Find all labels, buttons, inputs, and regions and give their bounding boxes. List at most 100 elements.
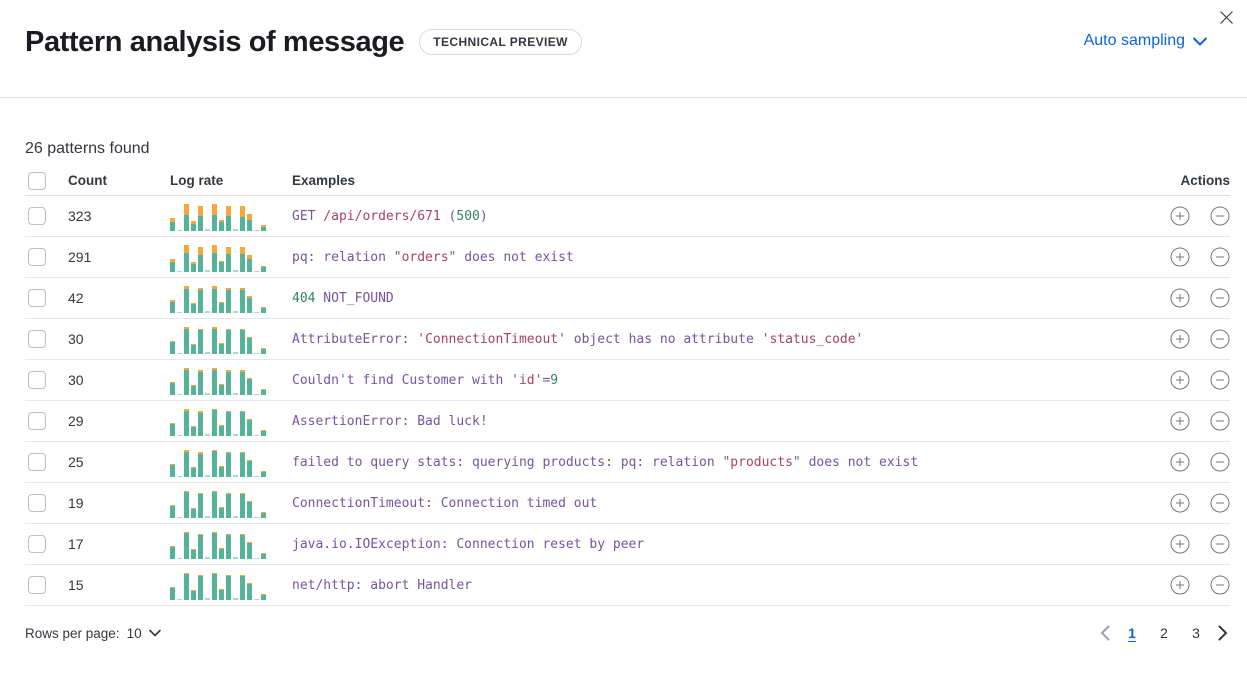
sparkline-bar	[170, 300, 175, 313]
previous-page-button[interactable]	[1098, 623, 1112, 643]
minus-circle-icon	[1210, 575, 1230, 595]
row-checkbox[interactable]	[28, 576, 46, 594]
example-cell: ConnectionTimeout: Connection timed out	[292, 496, 1138, 511]
row-checkbox[interactable]	[28, 412, 46, 430]
sparkline-bar	[205, 229, 210, 231]
example-cell: 404 NOT_FOUND	[292, 291, 1138, 306]
filter-for-pattern-button[interactable]	[1170, 575, 1190, 595]
plus-circle-icon	[1170, 247, 1190, 267]
filter-for-pattern-button[interactable]	[1170, 288, 1190, 308]
filter-out-pattern-button[interactable]	[1210, 411, 1230, 431]
sparkline-bar	[233, 311, 238, 313]
sparkline-bar	[219, 466, 224, 477]
filter-for-pattern-button[interactable]	[1170, 370, 1190, 390]
table-row: 42 404 NOT_FOUND	[25, 278, 1230, 319]
sparkline-bar	[198, 452, 203, 477]
sparkline-bar	[191, 344, 196, 354]
filter-out-pattern-button[interactable]	[1210, 247, 1230, 267]
sparkline-bar	[261, 512, 266, 518]
filter-for-pattern-button[interactable]	[1170, 247, 1190, 267]
sparkline-bar	[219, 343, 224, 354]
example-text-segment: NOT_FOUND	[315, 290, 394, 306]
sparkline-bar	[261, 430, 266, 436]
minus-circle-icon	[1210, 247, 1230, 267]
sparkline-bar	[233, 434, 238, 436]
filter-for-pattern-button[interactable]	[1170, 534, 1190, 554]
column-header-examples: Examples	[292, 173, 356, 188]
sparkline-bar	[254, 353, 259, 354]
sparkline-bar	[177, 517, 182, 518]
sparkline-bar	[212, 409, 217, 436]
next-page-button[interactable]	[1216, 623, 1230, 643]
plus-circle-icon	[1170, 288, 1190, 308]
sparkline-bar	[233, 557, 238, 559]
minus-circle-icon	[1210, 452, 1230, 472]
filter-out-pattern-button[interactable]	[1210, 370, 1230, 390]
sampling-menu-button[interactable]: Auto sampling	[1084, 32, 1207, 50]
plus-circle-icon	[1170, 370, 1190, 390]
count-cell: 42	[68, 290, 84, 306]
column-header-count: Count	[68, 173, 107, 188]
close-button[interactable]	[1213, 4, 1239, 30]
sparkline-bar	[177, 353, 182, 354]
sparkline-bar	[261, 471, 266, 477]
log-rate-sparkline	[170, 367, 270, 395]
sparkline-bar	[219, 220, 224, 231]
sparkline-bar	[177, 271, 182, 272]
minus-circle-icon	[1210, 493, 1230, 513]
page-button-1[interactable]: 1	[1120, 622, 1144, 644]
sparkline-bar	[261, 266, 266, 272]
log-rate-sparkline	[170, 203, 270, 231]
sparkline-bar	[177, 435, 182, 436]
row-checkbox[interactable]	[28, 494, 46, 512]
select-all-checkbox[interactable]	[28, 171, 46, 190]
example-text-segment: id	[518, 372, 535, 388]
filter-out-pattern-button[interactable]	[1210, 493, 1230, 513]
filter-out-pattern-button[interactable]	[1210, 452, 1230, 472]
page-button-2[interactable]: 2	[1152, 622, 1176, 644]
sparkline-bar	[198, 288, 203, 313]
sparkline-bar	[205, 270, 210, 272]
filter-for-pattern-button[interactable]	[1170, 493, 1190, 513]
row-checkbox[interactable]	[28, 207, 46, 225]
sparkline-bar	[219, 548, 224, 559]
chevron-down-icon	[148, 629, 161, 637]
row-checkbox[interactable]	[28, 371, 46, 389]
row-checkbox[interactable]	[28, 535, 46, 553]
page-button-3[interactable]: 3	[1184, 622, 1208, 644]
sparkline-bar	[177, 599, 182, 600]
filter-for-pattern-button[interactable]	[1170, 452, 1190, 472]
filter-for-pattern-button[interactable]	[1170, 329, 1190, 349]
filter-for-pattern-button[interactable]	[1170, 411, 1190, 431]
plus-circle-icon	[1170, 206, 1190, 226]
sparkline-bar	[198, 206, 203, 231]
filter-out-pattern-button[interactable]	[1210, 534, 1230, 554]
sparkline-bar	[247, 501, 252, 518]
row-checkbox[interactable]	[28, 453, 46, 471]
sparkline-bar	[212, 245, 217, 272]
filter-for-pattern-button[interactable]	[1170, 206, 1190, 226]
example-cell: GET /api/orders/671 (500)	[292, 209, 1138, 224]
column-header-actions: Actions	[1180, 173, 1230, 188]
sparkline-bar	[240, 329, 245, 354]
filter-out-pattern-button[interactable]	[1210, 575, 1230, 595]
row-checkbox[interactable]	[28, 289, 46, 307]
filter-out-pattern-button[interactable]	[1210, 288, 1230, 308]
sparkline-bar	[261, 594, 266, 600]
sparkline-bar	[212, 204, 217, 231]
row-checkbox[interactable]	[28, 248, 46, 266]
sparkline-bar	[205, 475, 210, 477]
sparkline-bar	[247, 255, 252, 272]
minus-circle-icon	[1210, 411, 1230, 431]
filter-out-pattern-button[interactable]	[1210, 329, 1230, 349]
plus-circle-icon	[1170, 575, 1190, 595]
sparkline-bar	[219, 384, 224, 395]
filter-out-pattern-button[interactable]	[1210, 206, 1230, 226]
row-checkbox[interactable]	[28, 330, 46, 348]
rows-per-page-select[interactable]: Rows per page: 10	[25, 626, 161, 641]
sparkline-bar	[170, 218, 175, 231]
plus-circle-icon	[1170, 411, 1190, 431]
